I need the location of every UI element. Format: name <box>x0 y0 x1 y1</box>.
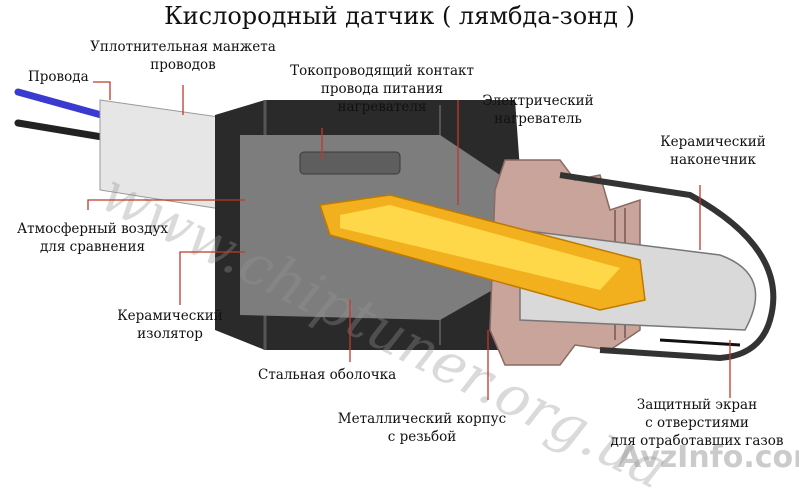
label-heater: Электрический нагреватель <box>468 92 608 128</box>
leader-insulator <box>179 251 245 305</box>
label-tip-line1: Керамический <box>660 134 766 150</box>
label-body-line2: с резьбой <box>387 429 457 445</box>
label-shield-line2: с отверстиями <box>645 415 749 431</box>
label-wires: Провода <box>28 69 89 85</box>
label-shield-line3: для отработавших газов <box>610 433 784 449</box>
leader-lines <box>87 81 731 400</box>
label-heater-line1: Электрический <box>482 93 594 109</box>
label-tip: Керамический наконечник <box>648 133 778 169</box>
label-tip-line2: наконечник <box>670 152 756 168</box>
protective-shield <box>559 172 777 362</box>
label-contact-line1: Токопроводящий контакт <box>290 63 474 79</box>
label-shield-line1: Защитный экран <box>636 397 758 413</box>
label-insulator-line2: изолятор <box>137 326 203 342</box>
label-shield: Защитный экран с отверстиями для отработ… <box>598 396 796 450</box>
avzinfo-watermark: AvzInfo.com.ua <box>618 440 799 475</box>
label-air-line2: для сравнения <box>39 239 146 255</box>
label-shell: Стальная оболочка <box>258 367 397 383</box>
label-seal: Уплотнительная манжета проводов <box>88 38 278 74</box>
label-body-line1: Металлический корпус <box>337 411 507 427</box>
label-body: Металлический корпус с резьбой <box>322 410 522 446</box>
label-air-line1: Атмосферный воздух <box>16 221 169 237</box>
label-seal-line1: Уплотнительная манжета <box>90 39 276 55</box>
label-contact-line3: нагревателя <box>337 99 427 115</box>
label-contact: Токопроводящий контакт провода питания н… <box>282 62 482 116</box>
label-heater-line2: нагреватель <box>494 111 582 127</box>
heater-highlight <box>340 205 620 290</box>
label-contact-line2: провода питания <box>320 81 444 97</box>
shield-slit <box>659 338 741 347</box>
heater-contact <box>299 151 401 175</box>
diagram-title: Кислородный датчик ( лямбда-зонд ) <box>164 2 635 30</box>
label-insulator-line1: Керамический <box>117 308 223 324</box>
label-insulator: Керамический изолятор <box>105 307 235 343</box>
label-seal-line2: проводов <box>150 57 216 73</box>
sensor-illustration <box>14 88 777 366</box>
label-air: Атмосферный воздух для сравнения <box>0 220 185 256</box>
leader-wires <box>93 81 111 100</box>
leader-air <box>87 199 245 210</box>
